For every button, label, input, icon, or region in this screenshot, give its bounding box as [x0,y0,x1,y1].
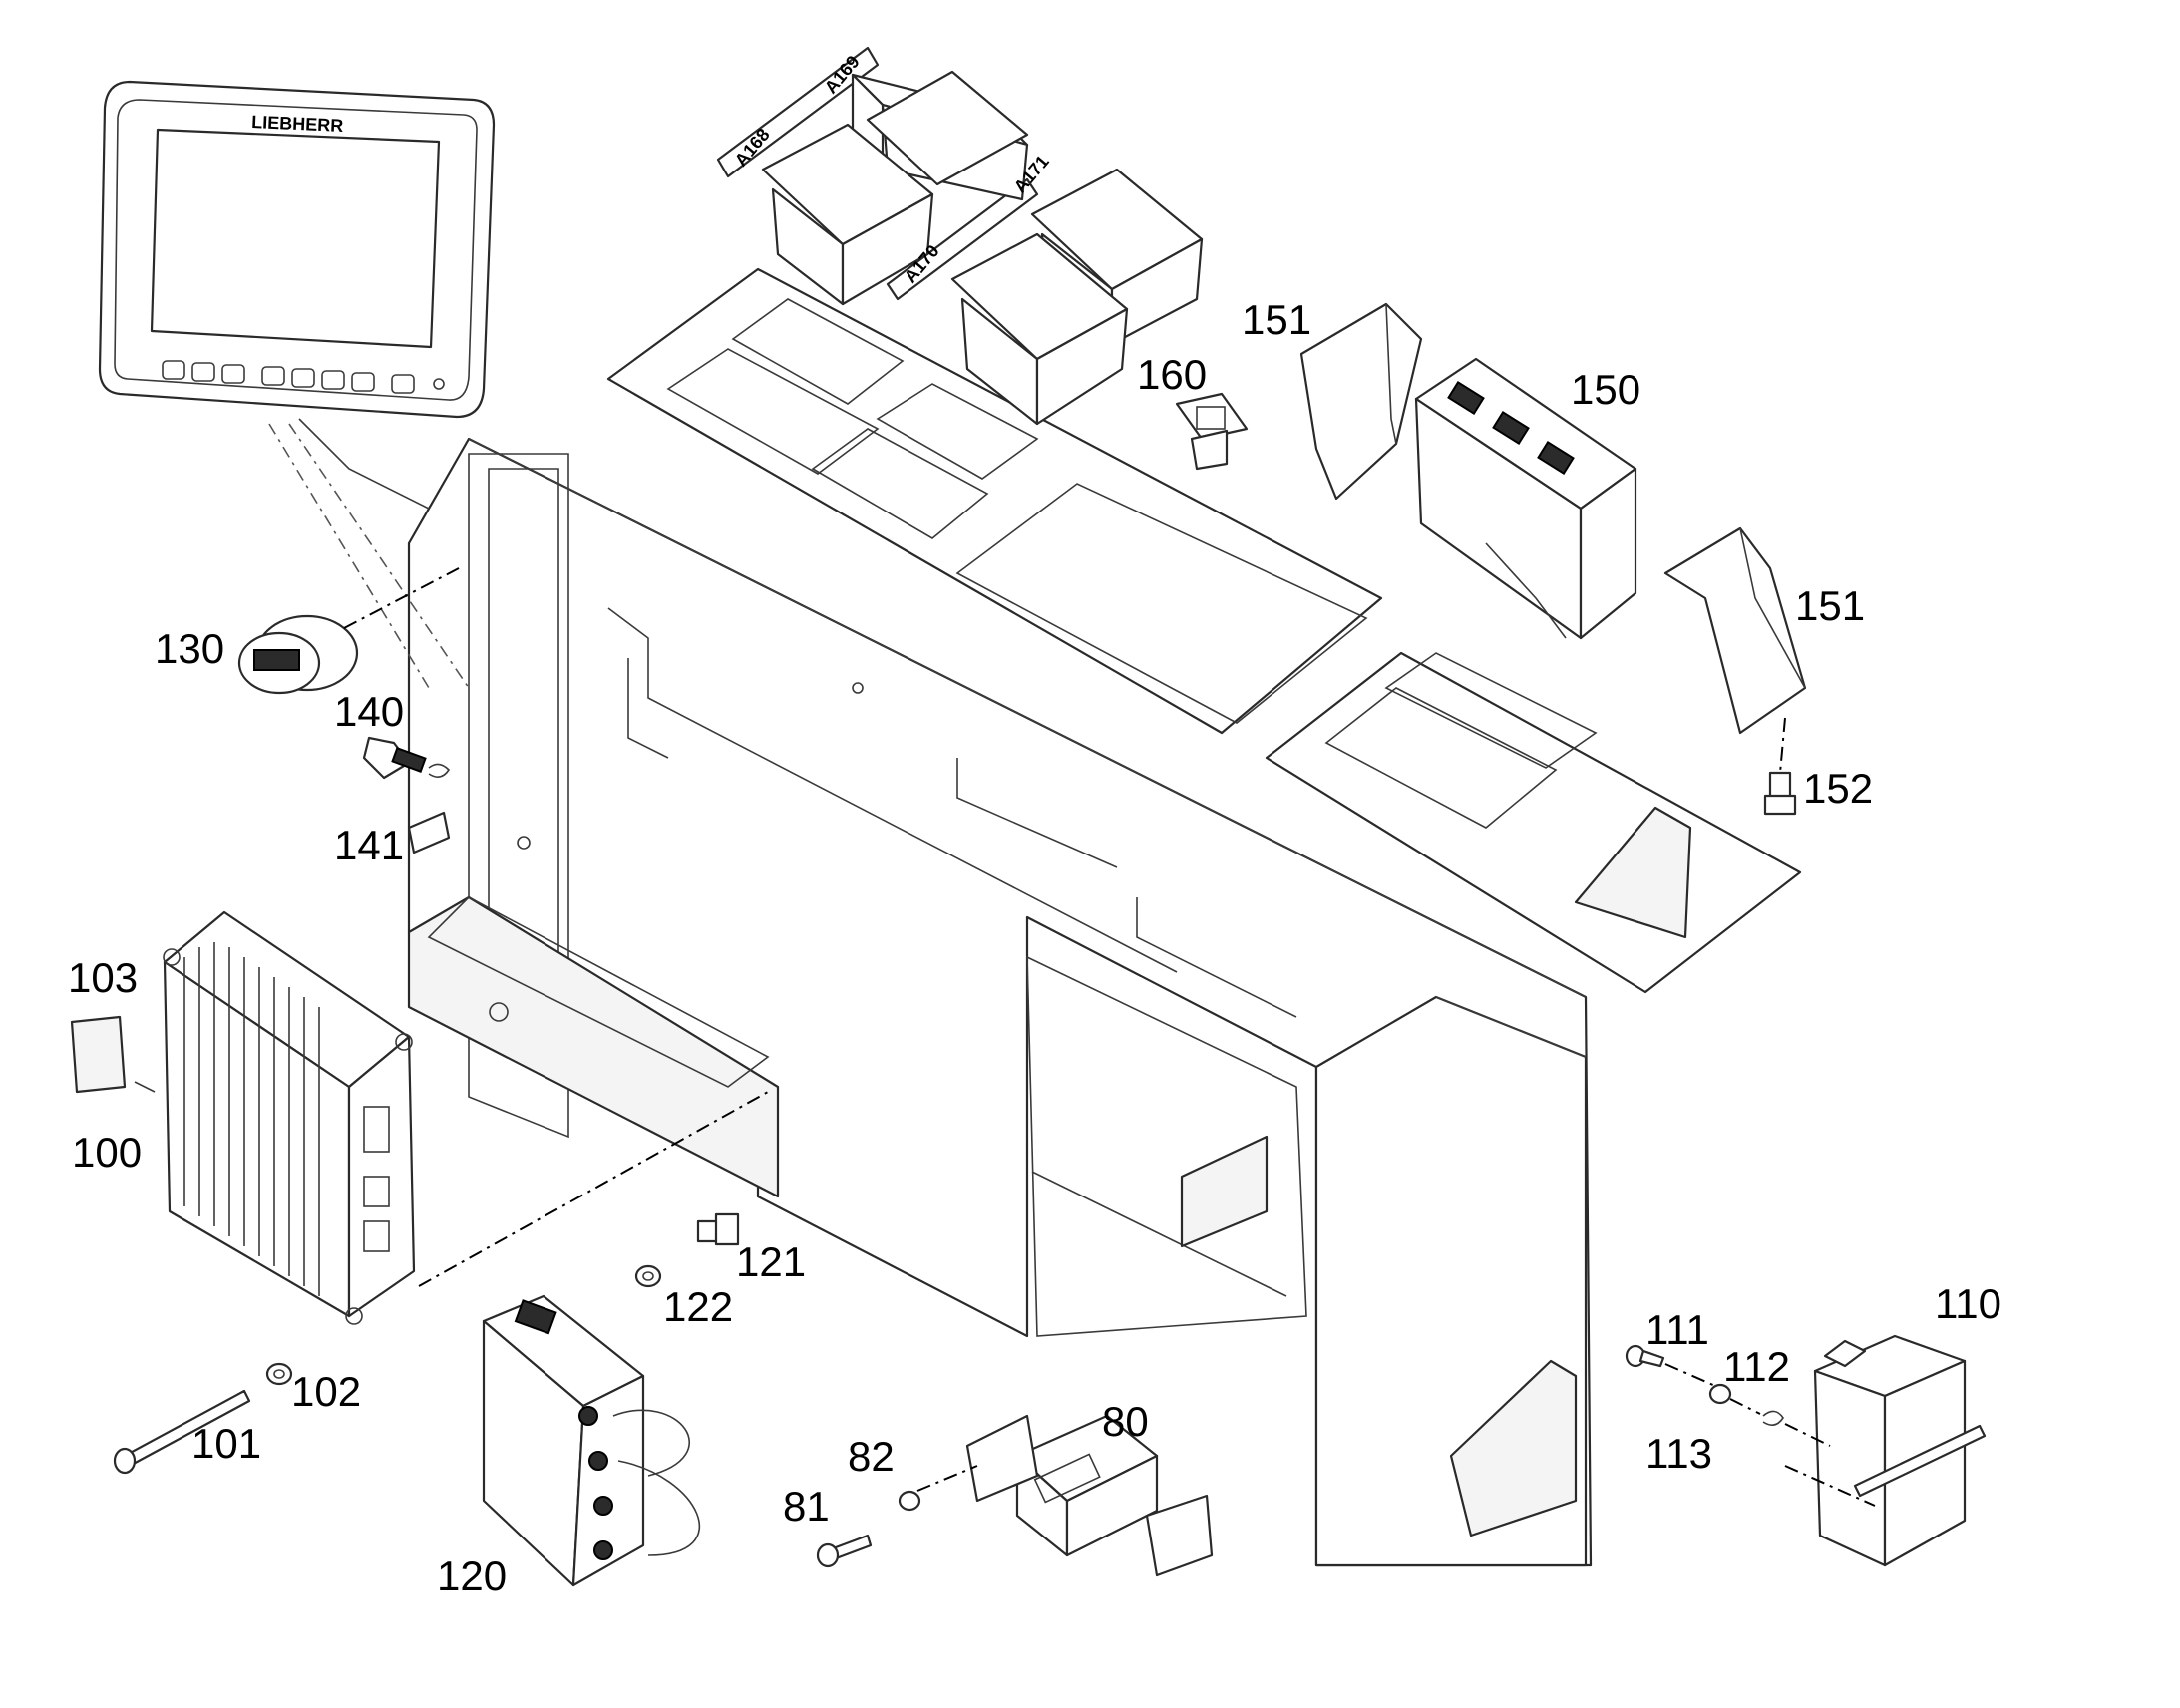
display-brand-text: LIEBHERR [251,112,344,136]
bolt-111 [1625,1344,1716,1387]
switch-140 [362,736,451,780]
callout-152: 152 [1803,765,1873,812]
washer-82 [898,1490,921,1512]
callout-labels: 80 81 82 100 101 102 103 110 111 112 113… [68,296,2001,1599]
relay-block-80 [916,1414,1214,1577]
bolt-101 [113,1389,251,1475]
washer-112 [1708,1383,1761,1415]
callout-103: 103 [68,954,138,1001]
display-buttons [162,360,445,394]
callout-102: 102 [291,1368,361,1415]
callout-141: 141 [334,822,404,868]
callout-80: 80 [1102,1398,1149,1445]
bolt-152 [1763,717,1797,816]
bracket-151-lower [1663,526,1807,735]
callout-113: 113 [1645,1430,1712,1477]
callout-120: 120 [437,1552,507,1599]
callout-101: 101 [191,1420,261,1467]
callout-150: 150 [1571,366,1640,413]
bracket-151-upper [1299,302,1423,501]
callout-122: 122 [663,1283,733,1330]
washer-102 [265,1362,293,1386]
ecu-heatsink-100 [163,910,769,1325]
switch-module-tags [716,46,1039,301]
heatsink-fins [183,942,320,1296]
callout-100: 100 [72,1129,142,1176]
callout-110: 110 [1935,1280,2001,1327]
callout-112: 112 [1723,1343,1790,1390]
callout-151-lower: 151 [1795,582,1865,629]
control-unit-150 [1414,357,1637,640]
callout-130: 130 [155,625,224,672]
switch-module-A169 [851,70,1029,201]
callout-81: 81 [783,1483,830,1530]
console-housing [407,267,1802,1567]
junction-box-120 [482,1294,701,1587]
callout-111: 111 [1645,1306,1709,1353]
callout-160: 160 [1137,351,1207,398]
callout-82: 82 [848,1433,895,1480]
display-monitor: LIEBHERR [98,80,496,689]
callout-121: 121 [736,1238,806,1285]
callout-140: 140 [334,688,404,735]
label-141 [407,811,451,854]
callout-151-upper: 151 [1242,296,1311,343]
screw-81 [816,1534,873,1568]
enclosure-110 [1784,1334,1987,1567]
gauge-130 [237,567,460,695]
bolt-121 [696,1212,740,1246]
switch-module-A168 [761,123,934,306]
switch-module-A170 [950,232,1129,426]
washer-122 [634,1264,662,1288]
ring-113 [1762,1410,1831,1447]
label-plate-103 [70,1015,156,1094]
connector-160 [1175,392,1249,471]
